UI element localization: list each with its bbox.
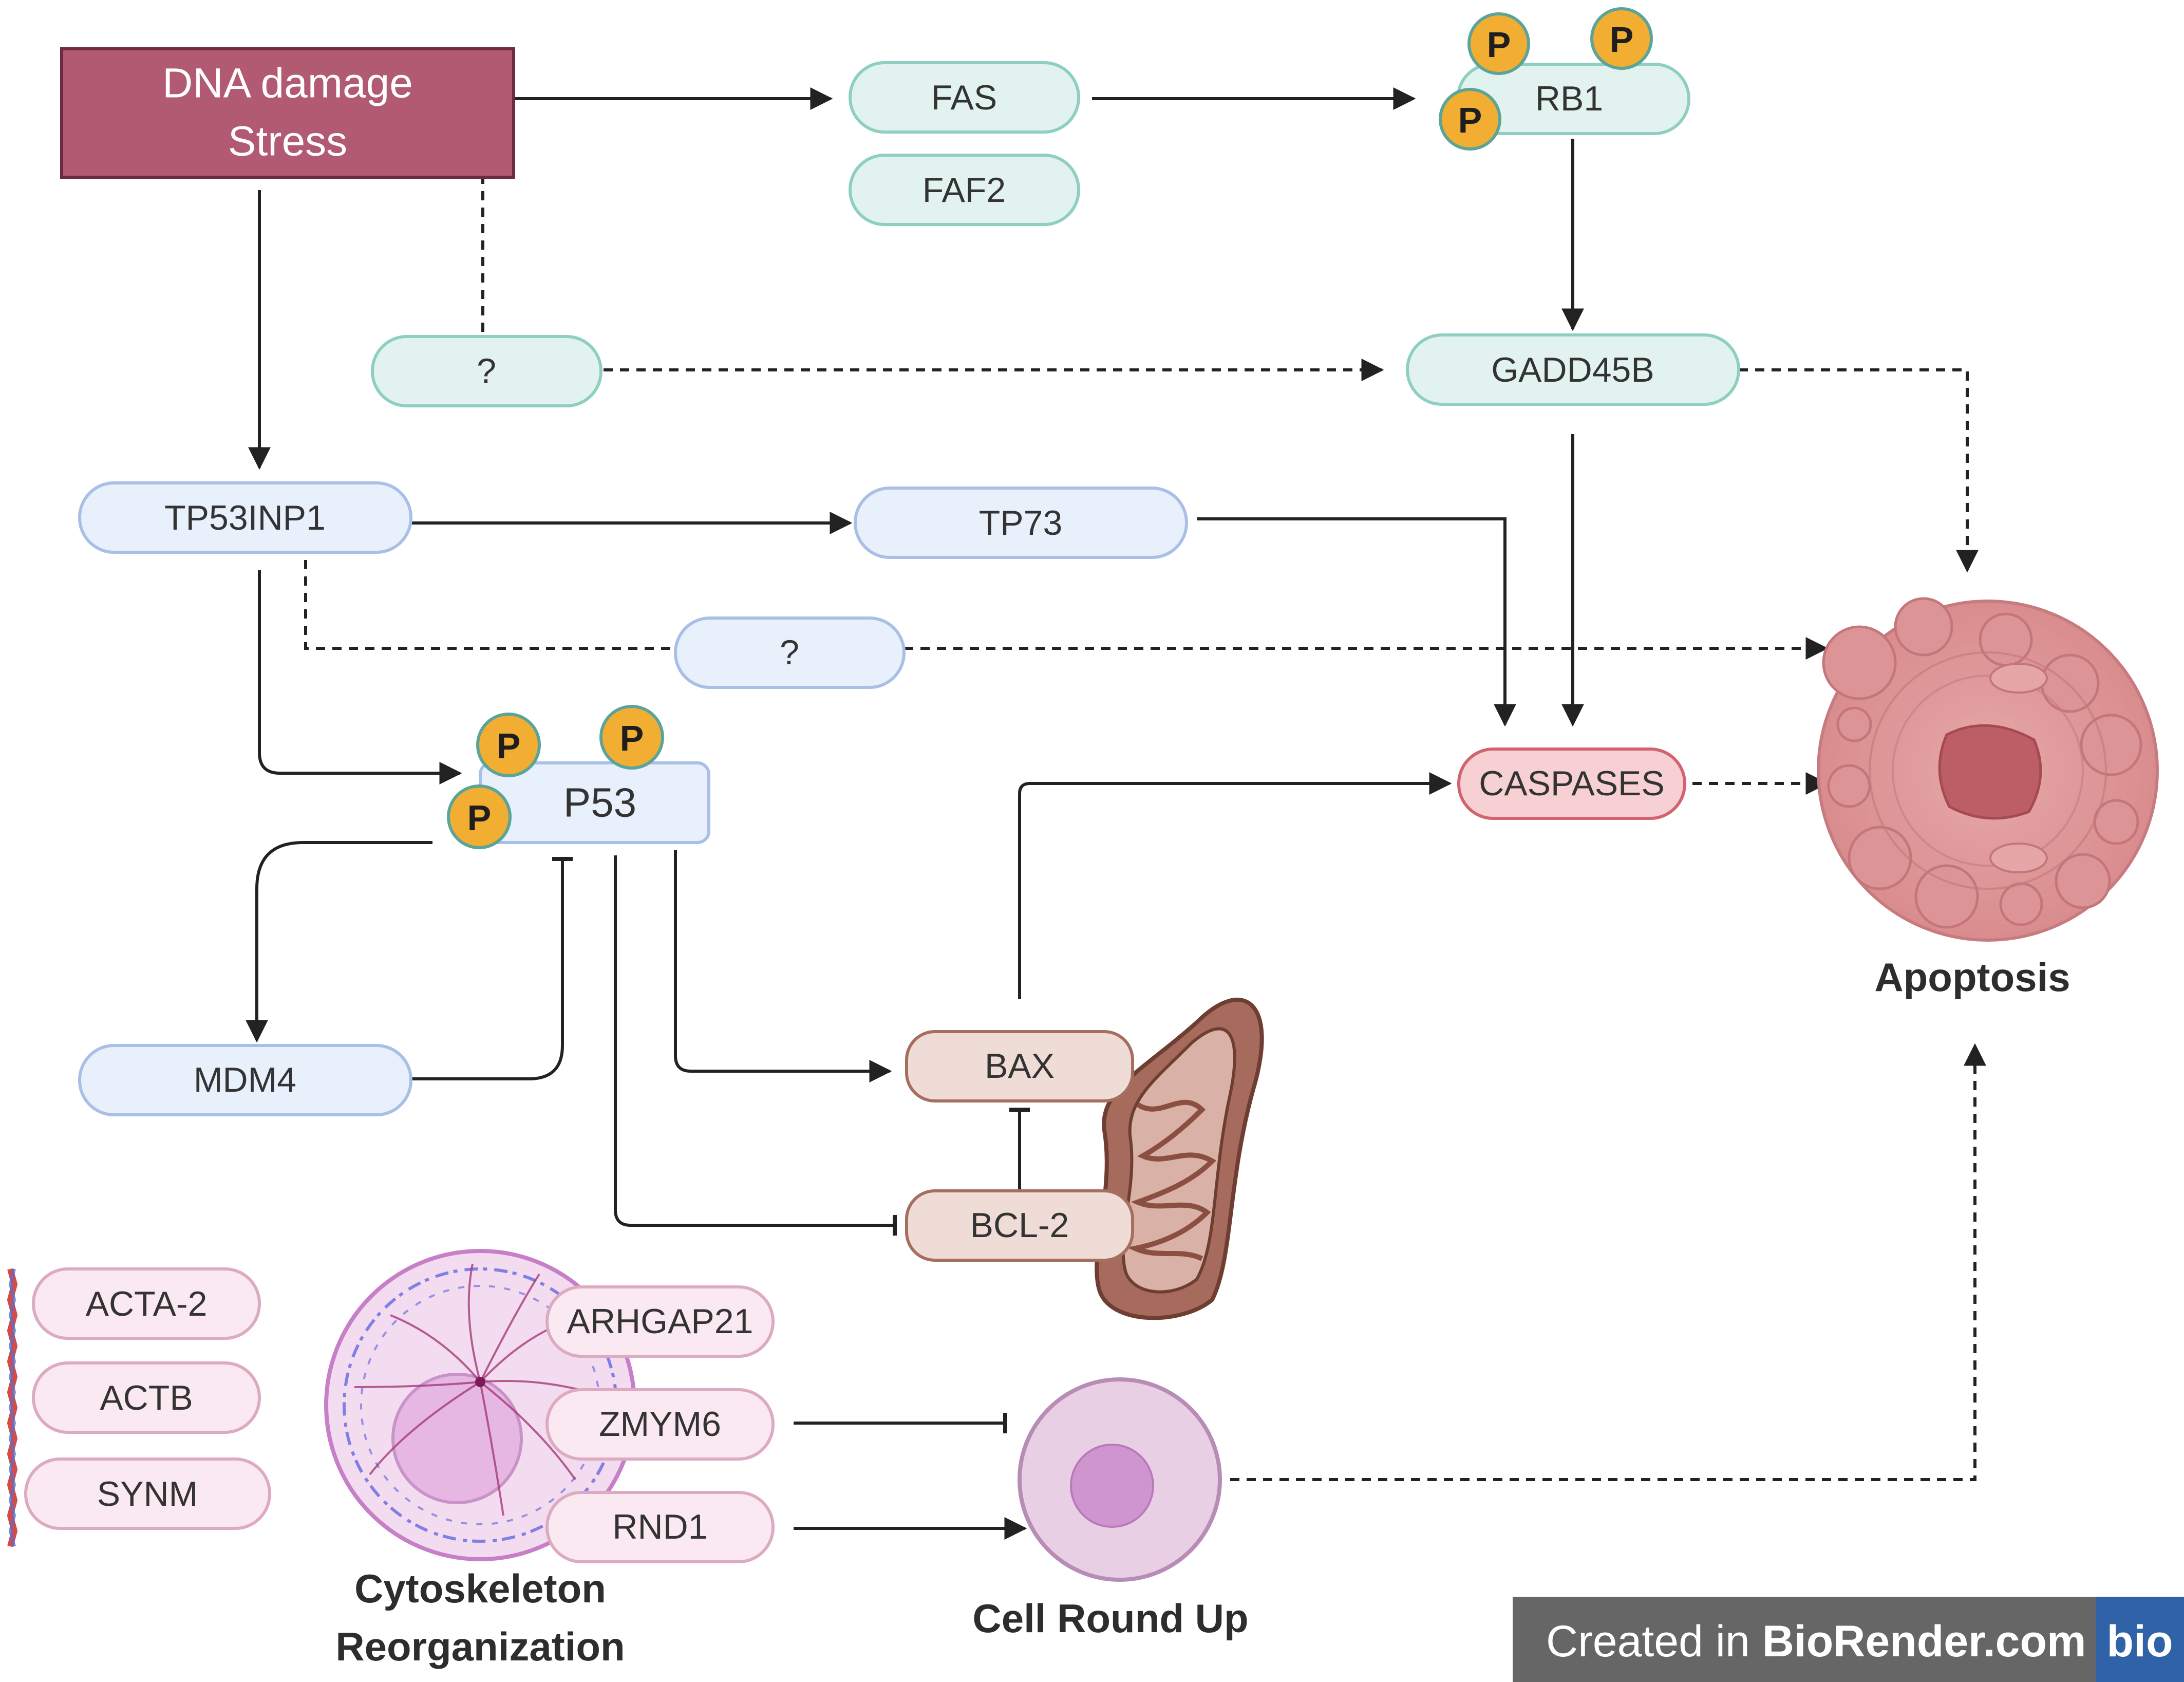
label-unknown-upper: ? — [477, 351, 496, 390]
label-acta2: ACTA-2 — [86, 1284, 208, 1323]
node-gadd45b: GADD45B — [1406, 333, 1740, 406]
node-p53: P53 — [479, 761, 710, 844]
node-arhgap21: ARHGAP21 — [545, 1285, 775, 1358]
node-caspases: CASPASES — [1457, 747, 1686, 820]
node-actb: ACTB — [32, 1361, 261, 1434]
phospho-label: P — [497, 726, 521, 766]
stress-line-1: DNA damage — [162, 60, 413, 107]
label-gadd45b: GADD45B — [1491, 350, 1654, 389]
connectors — [246, 87, 1986, 1540]
node-acta2: ACTA-2 — [32, 1267, 261, 1340]
label-bax: BAX — [985, 1046, 1055, 1086]
node-mdm4: MDM4 — [78, 1044, 412, 1116]
round-cell-illustration — [1018, 1377, 1222, 1582]
label-arhgap21: ARHGAP21 — [567, 1302, 754, 1341]
label-faf2: FAF2 — [922, 171, 1006, 210]
phospho-label: P — [1610, 20, 1634, 60]
node-unknown-upper: ? — [371, 335, 603, 407]
edge-bax-caspases — [1018, 772, 1452, 999]
label-rb1: RB1 — [1535, 79, 1603, 118]
edge-p53-bcl2 — [614, 855, 897, 1236]
cytoskeleton-label-1: Cytoskeleton — [354, 1566, 606, 1611]
node-unknown-lower: ? — [674, 616, 906, 689]
p53-phosphorylation: P P P — [447, 705, 664, 849]
label-actb: ACTB — [100, 1378, 193, 1417]
label-p53: P53 — [563, 780, 636, 826]
label-unknown-lower: ? — [780, 633, 799, 672]
edge-p53-mdm4 — [246, 841, 432, 1043]
apoptosis-label: Apoptosis — [1874, 955, 2070, 1000]
label-zmym6: ZMYM6 — [599, 1405, 721, 1444]
node-bcl2: BCL-2 — [905, 1189, 1134, 1262]
edge-mdm4-p53 — [411, 857, 573, 1080]
node-synm: SYNM — [24, 1457, 271, 1530]
node-tp53inp1: TP53INP1 — [78, 481, 412, 554]
phospho-label: P — [1458, 100, 1482, 140]
edge-tp53inp1-p53 — [258, 570, 462, 784]
label-synm: SYNM — [97, 1474, 198, 1513]
cell-round-up-label: Cell Round Up — [972, 1596, 1248, 1641]
node-rb1: RB1 — [1456, 63, 1690, 135]
cytoskeleton-label-2: Reorganization — [335, 1624, 625, 1669]
phospho-label: P — [1487, 25, 1511, 65]
biorender-logo: bio — [2107, 1617, 2173, 1666]
label-rnd1: RND1 — [612, 1507, 707, 1546]
node-rnd1: RND1 — [545, 1491, 775, 1563]
biorender-watermark: Created in BioRender.com bio — [1513, 1597, 2184, 1682]
rb1-phosphorylation: P P P — [1439, 7, 1653, 151]
label-bcl2: BCL-2 — [970, 1206, 1069, 1245]
actin-filament-illustration — [7, 1268, 18, 1547]
edge-p53-bax — [674, 850, 892, 1082]
edge-tp53inp1-unknown — [304, 560, 675, 650]
node-tp73: TP73 — [854, 487, 1188, 559]
label-tp73: TP73 — [979, 503, 1063, 543]
label-mdm4: MDM4 — [194, 1060, 296, 1099]
label-fas: FAS — [931, 78, 997, 117]
stress-line-2: Stress — [228, 118, 347, 165]
watermark-text: Created in BioRender.com — [1546, 1617, 2086, 1666]
node-zmym6: ZMYM6 — [545, 1388, 775, 1461]
label-caspases: CASPASES — [1479, 764, 1665, 803]
node-faf2: FAF2 — [849, 154, 1080, 226]
dna-damage-stress-box: DNA damage Stress — [60, 47, 515, 179]
edge-cell-apoptosis — [1230, 1043, 1986, 1481]
mitochondrion-illustration — [1095, 998, 1264, 1320]
node-fas: FAS — [849, 61, 1080, 134]
phospho-label: P — [467, 798, 492, 838]
node-bax: BAX — [905, 1030, 1134, 1102]
edge-gadd45b-apoptosis — [1739, 368, 1979, 573]
phospho-label: P — [620, 718, 644, 758]
label-tp53inp1: TP53INP1 — [164, 498, 326, 537]
edge-tp73-caspases — [1197, 517, 1516, 727]
apoptotic-cell-illustration — [1817, 597, 2159, 942]
